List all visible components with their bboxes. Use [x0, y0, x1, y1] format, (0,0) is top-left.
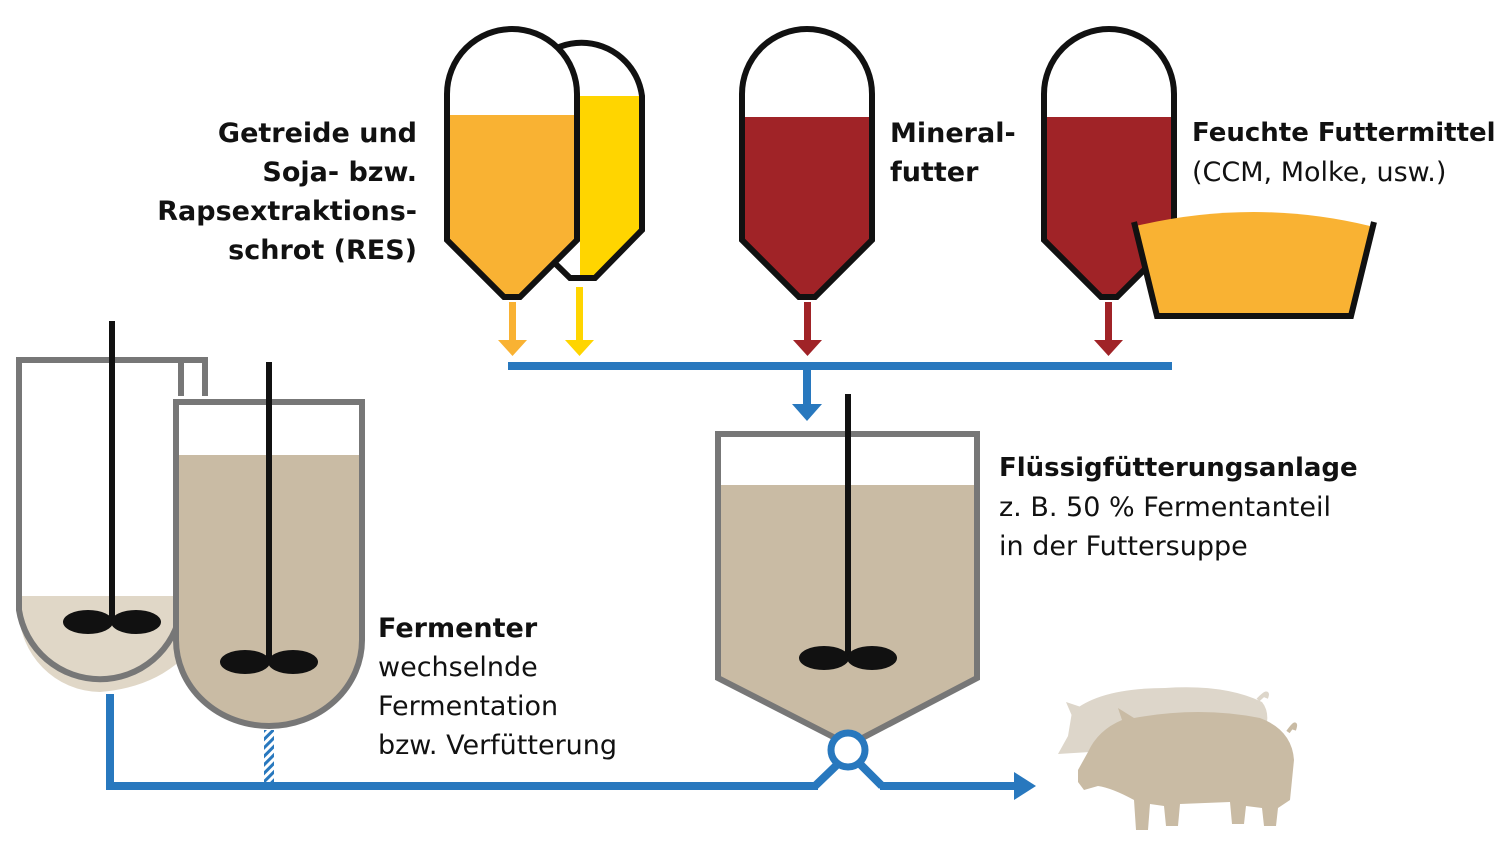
trough-icon	[1131, 212, 1377, 319]
pig-icon	[1078, 708, 1298, 830]
inactive-outlet-pipe	[264, 730, 274, 784]
label-fermenter-sub-2: Fermentation	[378, 691, 559, 722]
label-mineral: Mineral- futter	[890, 114, 1016, 192]
label-fermenter-title: Fermenter	[378, 613, 538, 644]
mixing-tank-icon	[715, 394, 980, 749]
distribution-pipe	[106, 757, 1036, 800]
label-fermenter: Fermenter wechselnde Fermentation bzw. V…	[378, 609, 617, 765]
label-mineral-line-1: Mineral-	[890, 118, 1016, 149]
feed-arrow	[793, 302, 822, 356]
label-fermenter-sub-1: wechselnde	[378, 652, 538, 683]
agitator-icon	[63, 610, 161, 634]
feed-arrow	[498, 302, 527, 356]
label-mineral-line-2: futter	[890, 157, 979, 188]
label-getreide-line-1: Getreide und	[217, 118, 417, 149]
fermenter-tank-icon	[173, 362, 365, 729]
label-feuchte-title: Feuchte Futtermittel	[1192, 118, 1496, 148]
label-anlage-title: Flüssigfütterungsanlage	[999, 453, 1358, 483]
label-feuchte-sub: (CCM, Molke, usw.)	[1192, 157, 1447, 188]
label-getreide-line-3: Rapsextraktions-	[157, 196, 417, 227]
label-feuchte: Feuchte Futtermittel (CCM, Molke, usw.)	[1192, 114, 1496, 192]
label-anlage-sub-2: in der Futtersuppe	[999, 531, 1248, 562]
pump-valve-icon	[827, 729, 869, 771]
silo-icon	[444, 26, 580, 300]
label-anlage-sub-1: z. B. 50 % Fermentanteil	[999, 492, 1331, 523]
agitator-icon	[799, 646, 897, 670]
label-fermenter-sub-3: bzw. Verfütterung	[378, 730, 618, 761]
feed-arrow	[565, 287, 594, 356]
label-getreide-line-2: Soja- bzw.	[262, 157, 417, 188]
label-anlage: Flüssigfütterungsanlage z. B. 50 % Ferme…	[999, 449, 1358, 566]
collector-pipe	[508, 362, 1172, 421]
silo-icon	[739, 26, 875, 300]
label-getreide: Getreide und Soja- bzw. Rapsextraktions-…	[157, 114, 417, 270]
agitator-icon	[220, 650, 318, 674]
fermenter-outlet-pipe	[106, 694, 114, 790]
label-getreide-line-4: schrot (RES)	[228, 235, 417, 266]
feed-arrow	[1094, 302, 1123, 356]
